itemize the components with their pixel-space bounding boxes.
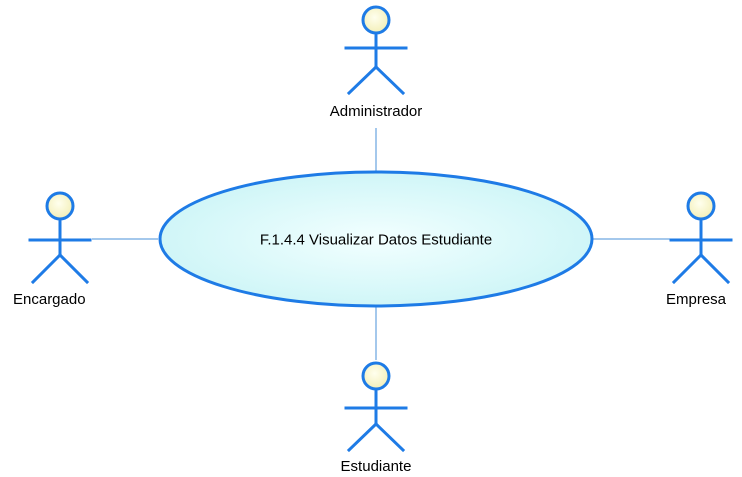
actor-estudiante-figure[interactable]	[344, 361, 408, 453]
actor-head-icon	[45, 191, 75, 221]
use-case-label: F.1.4.4 Visualizar Datos Estudiante	[259, 231, 493, 249]
actor-head-icon	[361, 361, 391, 391]
use-case-ellipse[interactable]	[158, 170, 594, 308]
actor-head-icon	[686, 191, 716, 221]
actor-encargado-figure[interactable]	[28, 191, 92, 285]
actor-label-administrador: Administrador	[329, 103, 423, 120]
actor-label-empresa: Empresa	[666, 291, 727, 308]
actor-empresa-figure[interactable]	[669, 191, 733, 285]
actor-administrador-figure[interactable]	[344, 5, 408, 96]
actor-label-estudiante: Estudiante	[340, 458, 412, 475]
actor-head-icon	[361, 5, 391, 35]
actor-label-encargado: Encargado	[13, 291, 86, 308]
